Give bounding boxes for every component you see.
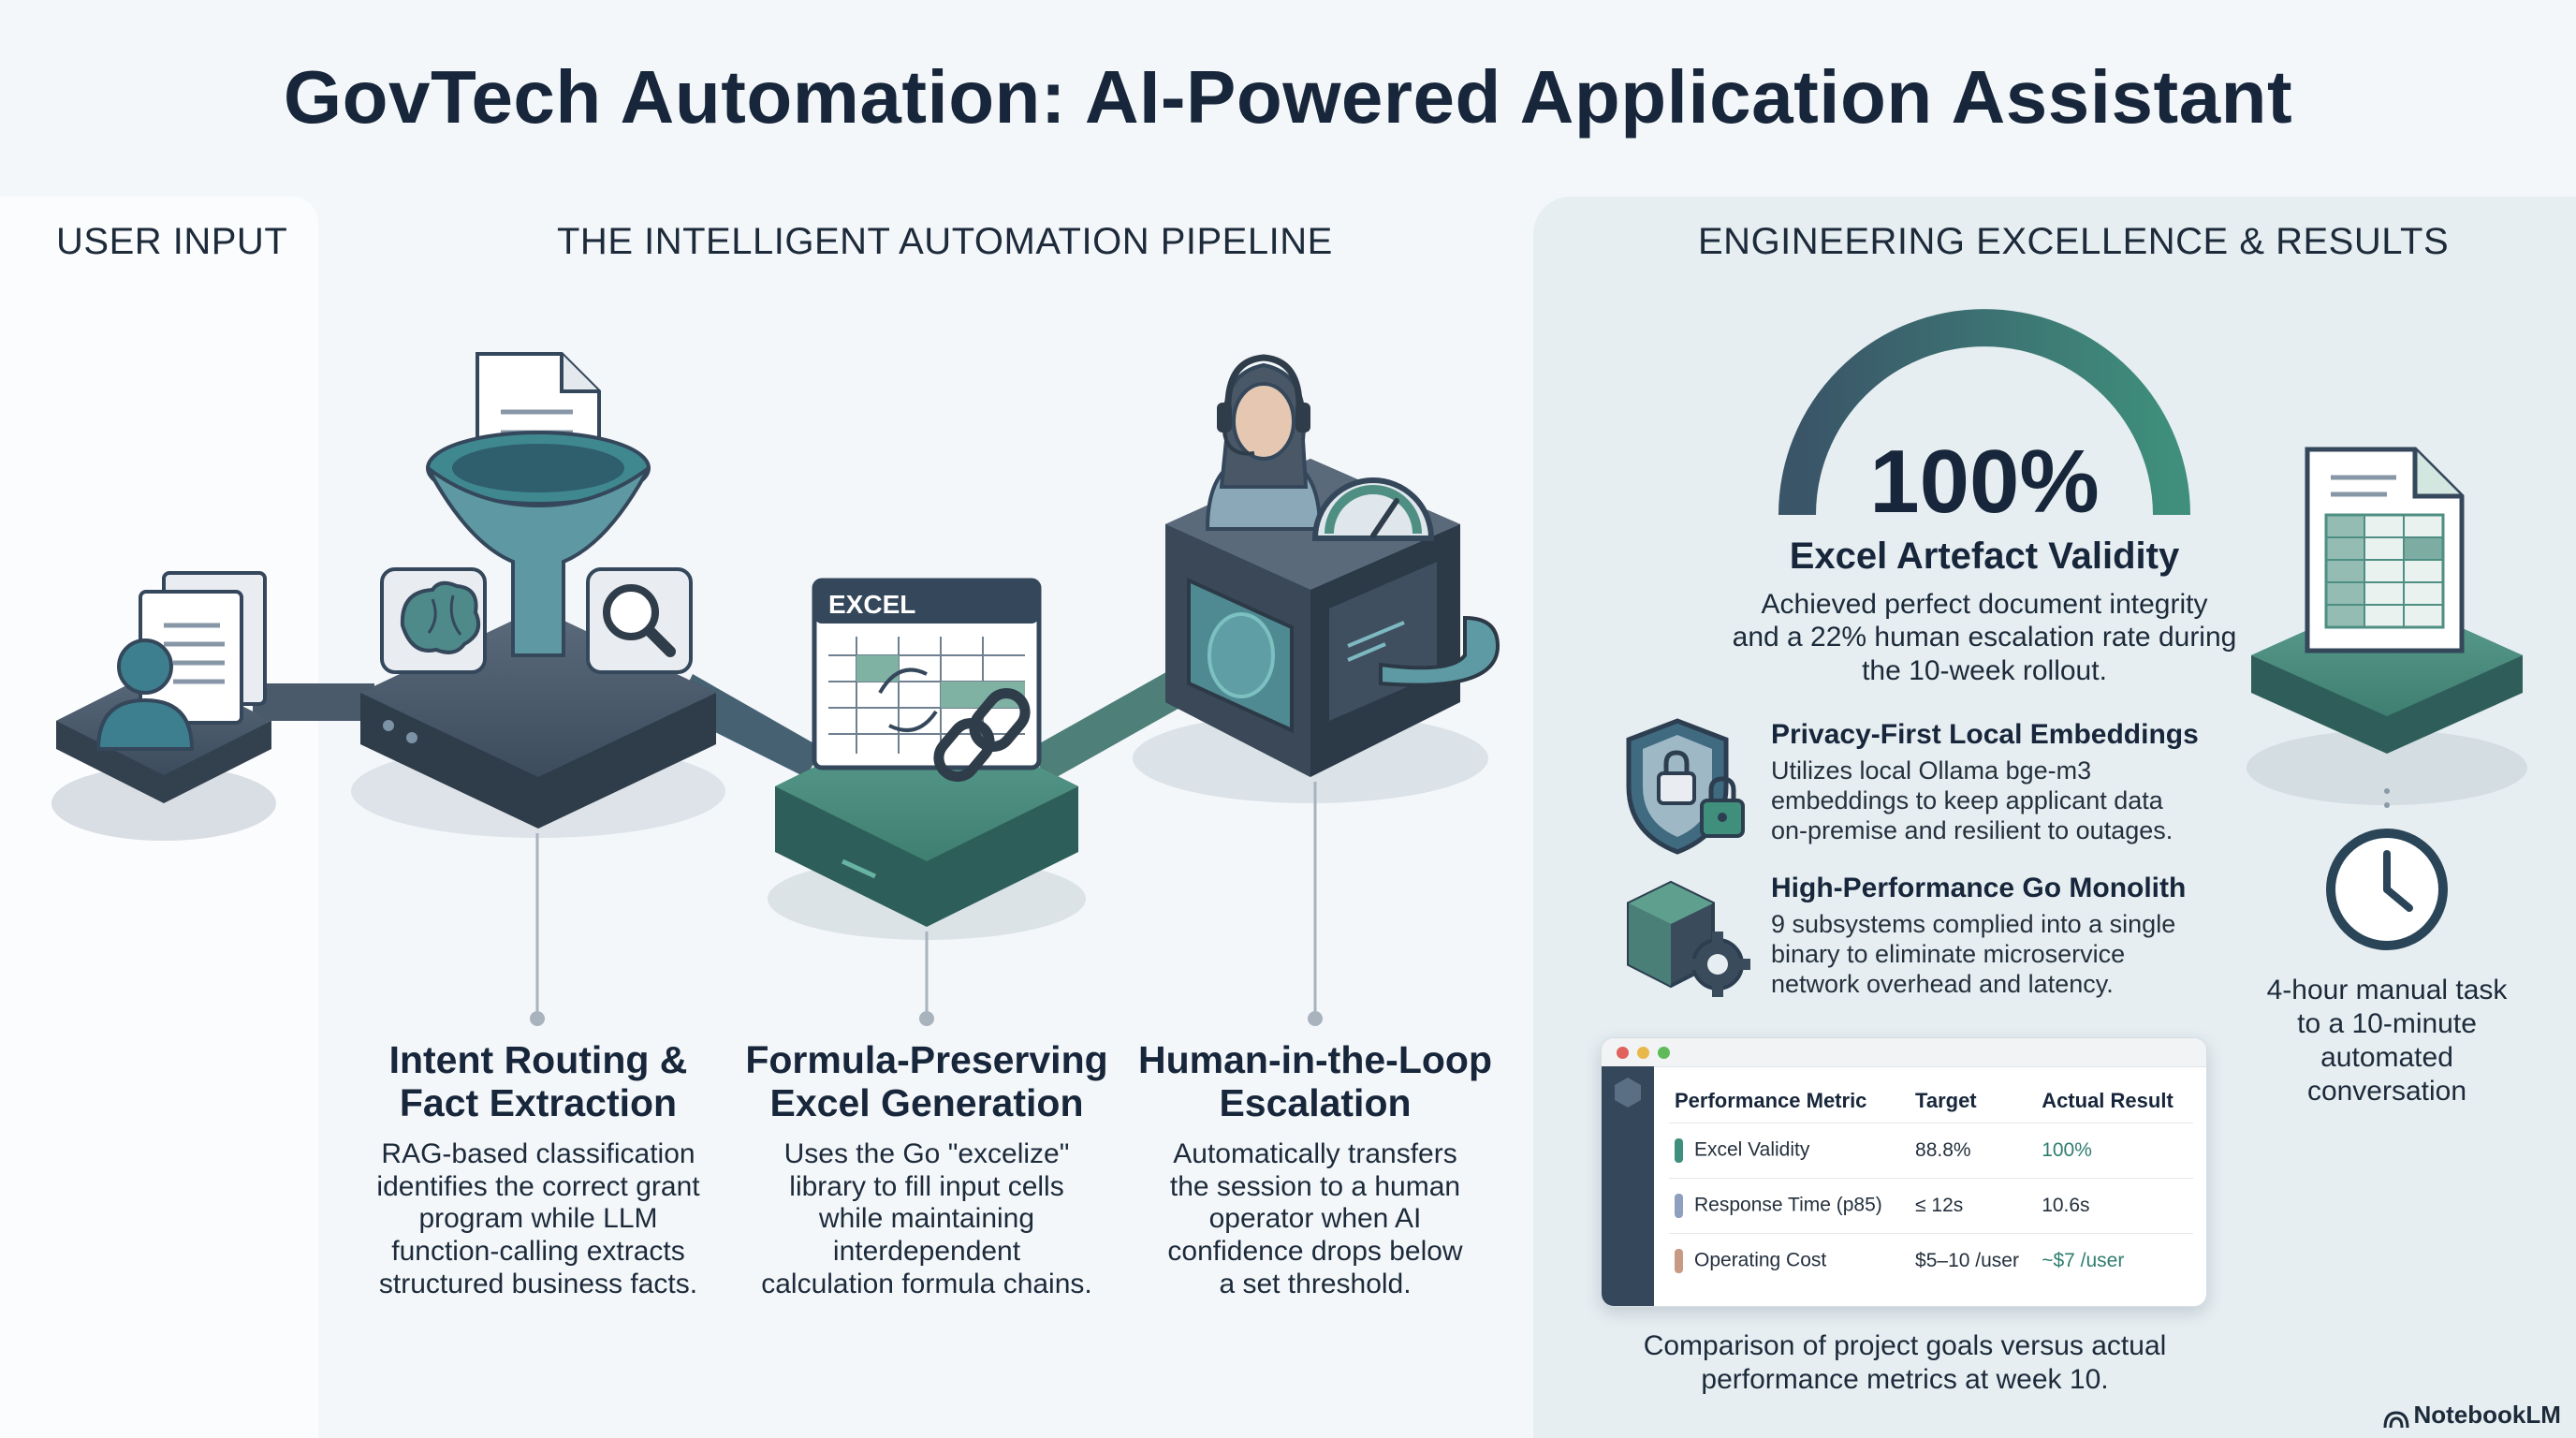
section-results: ENGINEERING EXCELLENCE & RESULTS xyxy=(1698,221,2450,262)
brand-name: NotebookLM xyxy=(2413,1401,2561,1429)
stage-desc: Uses the Go "excelize"library to fill in… xyxy=(761,1137,1092,1299)
row-actual: ~$7 /user xyxy=(2036,1233,2193,1288)
user-document-icon xyxy=(95,571,267,751)
gauge-value: 100% xyxy=(1869,432,2100,532)
row-color-chip xyxy=(1675,1138,1683,1163)
stage-title: Intent Routing &Fact Extraction xyxy=(388,1038,688,1124)
magnifier-icon xyxy=(586,567,693,674)
time-saving-illustration xyxy=(2247,447,2527,950)
pipeline-illustration: EXCEL xyxy=(51,352,1500,1026)
notebooklm-logo-icon xyxy=(2383,1411,2409,1428)
performance-table-card: Performance Metric Target Actual Result … xyxy=(1601,1037,2207,1307)
clock-icon xyxy=(2326,829,2448,950)
table-row: Excel Validity 88.8% 100% xyxy=(1669,1123,2193,1179)
feature-privacy: Privacy-First Local Embeddings Utilizes … xyxy=(1771,719,2295,846)
table-row: Response Time (p85) ≤ 12s 10.6s xyxy=(1669,1178,2193,1234)
header-metric: Performance Metric xyxy=(1675,1089,1867,1112)
feature-icons xyxy=(1626,718,1750,997)
row-target: $5–10 /user xyxy=(1910,1233,2037,1288)
row-metric: Operating Cost xyxy=(1694,1249,1827,1271)
row-metric: Excel Validity xyxy=(1694,1138,1810,1161)
connector-3 xyxy=(1030,665,1198,782)
section-user-input: USER INPUT xyxy=(56,221,288,262)
connector-1 xyxy=(253,683,374,721)
header-target: Target xyxy=(1915,1089,1977,1112)
maximize-dot-icon xyxy=(1658,1047,1670,1059)
page-title: GovTech Automation: AI-Powered Applicati… xyxy=(283,55,2293,139)
table-row: Operating Cost $5–10 /user ~$7 /user xyxy=(1669,1233,2193,1288)
row-color-chip xyxy=(1675,1194,1683,1218)
close-dot-icon xyxy=(1617,1047,1629,1059)
funnel-icon xyxy=(426,431,651,657)
gauge-title: Excel Artefact Validity xyxy=(1789,536,2180,577)
feature-title: Privacy-First Local Embeddings xyxy=(1771,719,2199,750)
brand-logo: NotebookLM xyxy=(2383,1401,2561,1430)
spreadsheet-icon xyxy=(2305,447,2465,653)
minimize-dot-icon xyxy=(1637,1047,1649,1059)
brain-icon xyxy=(380,567,487,674)
performance-table: Performance Metric Target Actual Result … xyxy=(1669,1079,2193,1288)
operator-headset-icon xyxy=(1205,354,1323,531)
table-caption: Comparison of project goals versus actua… xyxy=(1643,1330,2167,1395)
row-target: ≤ 12s xyxy=(1910,1178,2037,1234)
hexagon-icon xyxy=(1615,1078,1641,1108)
header-actual: Actual Result xyxy=(2042,1089,2174,1112)
dotted-connector xyxy=(2384,788,2390,808)
link-icon xyxy=(933,688,1031,782)
validity-gauge xyxy=(1778,309,2190,516)
stage-intent-routing: Intent Routing &Fact Extraction RAG-base… xyxy=(337,1038,739,1301)
row-actual: 10.6s xyxy=(2036,1178,2193,1234)
shield-lock-icon xyxy=(1626,718,1745,855)
speed-gauge-icon xyxy=(1311,477,1435,541)
box-gear-icon xyxy=(1627,880,1750,997)
row-metric: Response Time (p85) xyxy=(1694,1194,1882,1216)
row-target: 88.8% xyxy=(1910,1123,2037,1179)
row-color-chip xyxy=(1675,1249,1683,1273)
feature-monolith: High-Performance Go Monolith 9 subsystem… xyxy=(1771,873,2295,1000)
gauge-arc xyxy=(1778,309,2190,516)
row-actual: 100% xyxy=(2036,1123,2193,1179)
section-pipeline: THE INTELLIGENT AUTOMATION PIPELINE xyxy=(557,221,1333,262)
excel-label: EXCEL xyxy=(828,590,915,619)
feature-title: High-Performance Go Monolith xyxy=(1771,873,2187,903)
window-sidebar xyxy=(1602,1066,1654,1306)
window-titlebar xyxy=(1602,1038,2206,1067)
